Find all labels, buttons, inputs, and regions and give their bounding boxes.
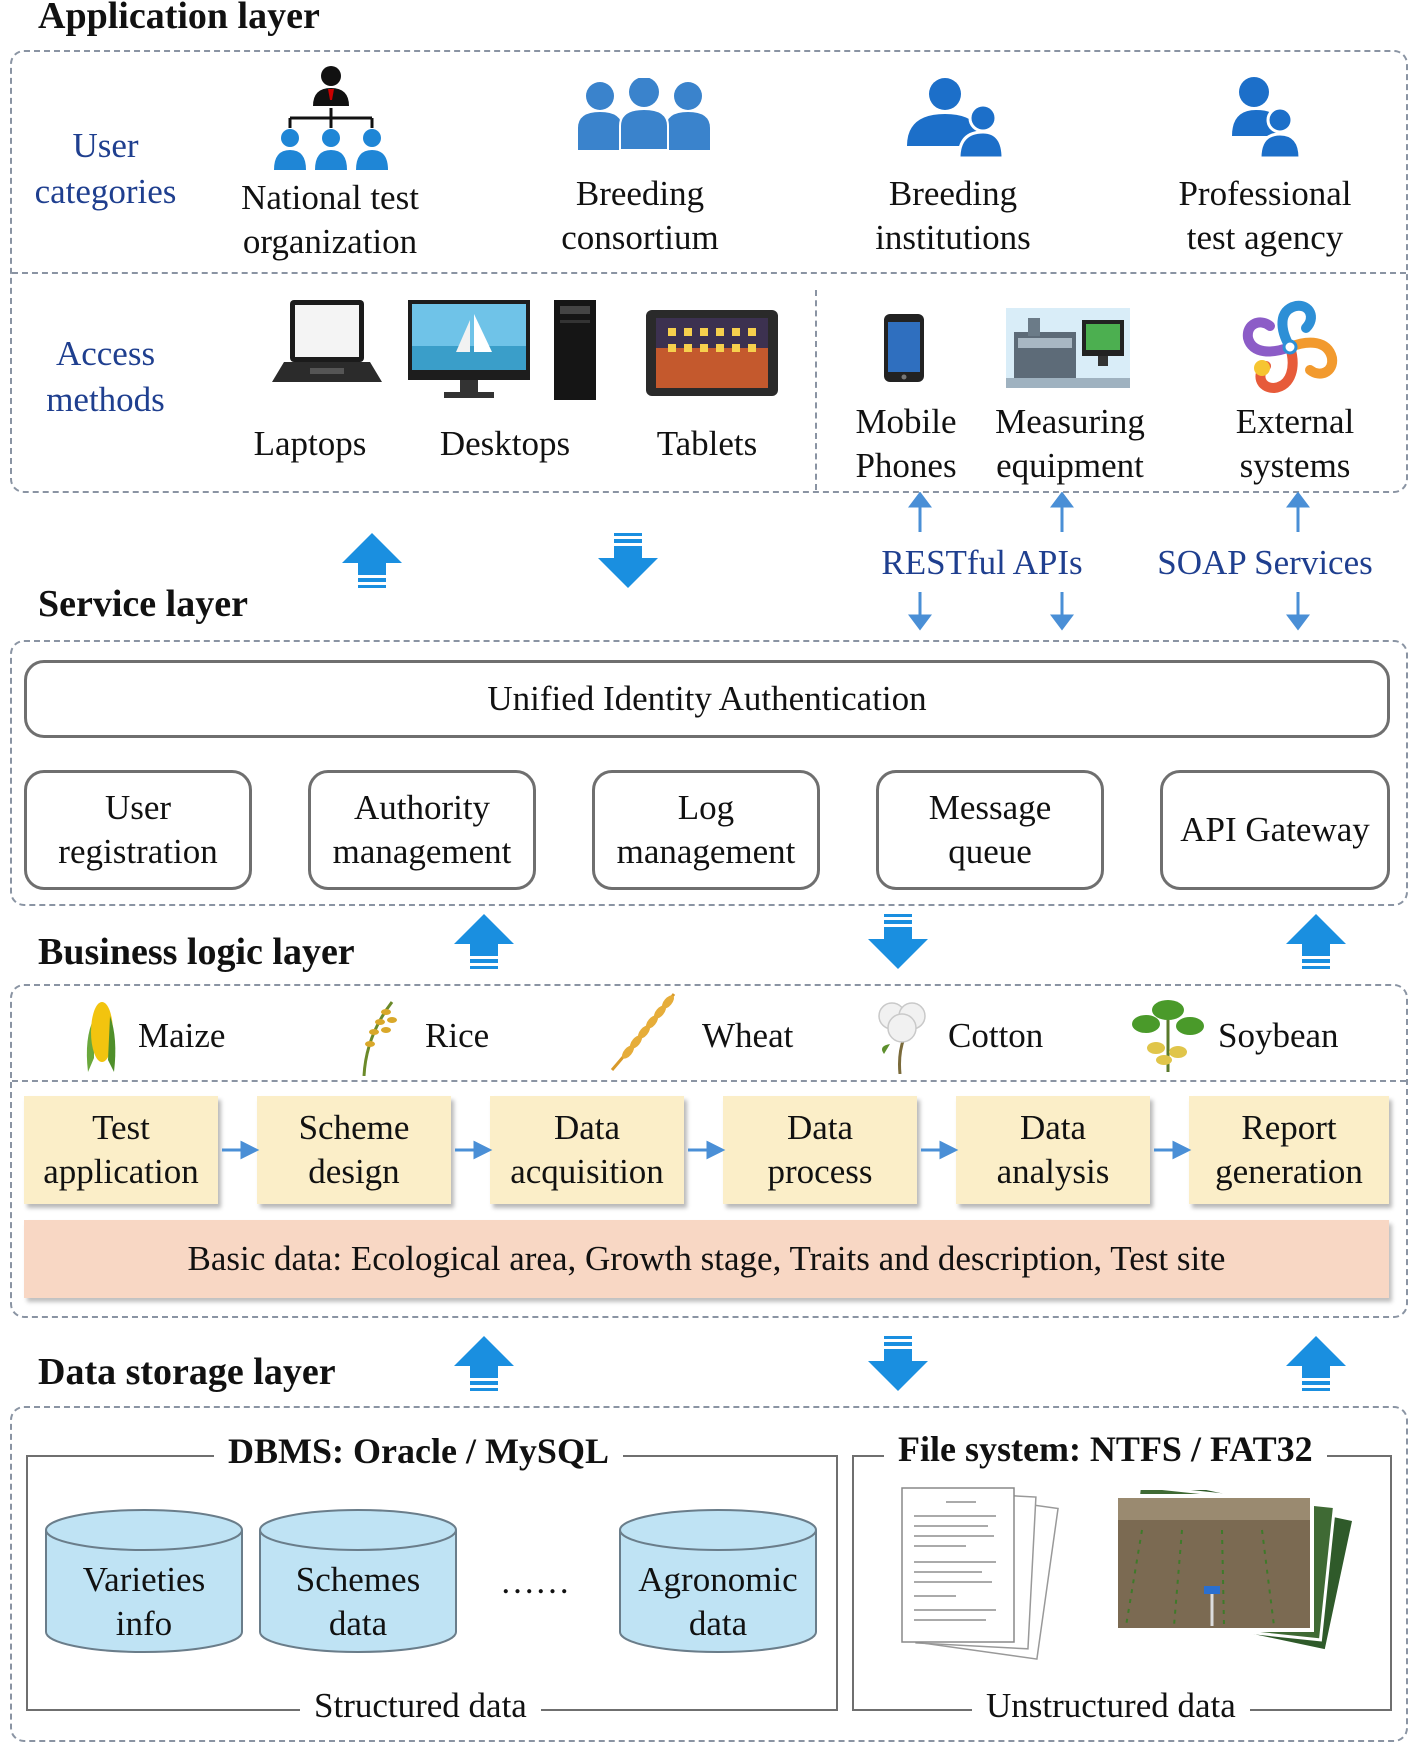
cotton-icon xyxy=(878,1002,926,1074)
flow-data-acquisition: Data acquisition xyxy=(490,1096,684,1204)
laptop-icon xyxy=(272,300,382,382)
access-methods-label: Access methods xyxy=(46,334,165,419)
db-varieties-info: Varieties info xyxy=(82,1560,206,1643)
dbms-title: DBMS: Oracle / MySQL xyxy=(214,1430,623,1472)
down-arrow-icon xyxy=(598,533,658,588)
business-divider xyxy=(12,1080,1406,1082)
people-pair-icon xyxy=(907,78,1003,158)
up-arrow-icon xyxy=(454,1336,514,1391)
crop-rice: Rice xyxy=(425,1016,490,1055)
person-pair-icon xyxy=(1232,77,1302,158)
service-layer-panel xyxy=(10,640,1408,906)
flow-report-generation: Report generation xyxy=(1189,1096,1389,1204)
user-category-national: National test organization xyxy=(241,178,419,261)
mobile-phone-icon xyxy=(884,314,924,382)
db-ellipsis: …… xyxy=(500,1562,570,1601)
crop-maize: Maize xyxy=(138,1016,226,1055)
user-category-institutions: Breeding institutions xyxy=(875,174,1031,257)
up-arrow-icon xyxy=(342,533,402,588)
hierarchy-people-icon xyxy=(274,66,388,170)
interface-arrows xyxy=(908,492,1310,631)
soybean-icon xyxy=(1132,1000,1204,1072)
file-system-title: File system: NTFS / FAT32 xyxy=(884,1428,1327,1470)
flow-arrows xyxy=(222,1140,1192,1160)
flow-data-process: Data process xyxy=(723,1096,917,1204)
unstructured-data-label: Unstructured data xyxy=(972,1686,1250,1726)
service-authority-management: Authority management xyxy=(308,770,536,890)
data-storage-layer-panel xyxy=(10,1406,1408,1742)
device-tablets: Tablets xyxy=(656,424,758,463)
measuring-equipment-icon xyxy=(1006,308,1130,388)
device-measuring-equipment: Measuring equipment xyxy=(995,402,1145,485)
db-agronomic-data: Agronomic data xyxy=(638,1560,798,1643)
device-laptops: Laptops xyxy=(253,424,367,463)
user-category-agency: Professional test agency xyxy=(1178,174,1352,257)
flow-data-analysis: Data analysis xyxy=(956,1096,1150,1204)
maize-icon xyxy=(86,1002,116,1072)
flow-test-application: Test application xyxy=(24,1096,218,1204)
device-group-divider xyxy=(815,290,817,490)
crop-cotton: Cotton xyxy=(948,1016,1044,1055)
business-layer-title: Business logic layer xyxy=(38,931,355,973)
device-mobile-phones: Mobile Phones xyxy=(855,402,957,485)
down-arrow-icon xyxy=(868,1336,928,1391)
restful-apis-label: RESTful APIs xyxy=(881,543,1083,582)
soap-services-label: SOAP Services xyxy=(1157,543,1373,582)
up-arrow-icon xyxy=(1286,914,1346,969)
database-cylinders xyxy=(45,1509,817,1653)
service-user-registration: User registration xyxy=(24,770,252,890)
device-desktops: Desktops xyxy=(439,424,571,463)
group-people-icon xyxy=(578,78,710,151)
flow-scheme-design: Scheme design xyxy=(257,1096,451,1204)
up-arrow-icon xyxy=(1286,1336,1346,1391)
db-schemes-data: Schemes data xyxy=(295,1560,421,1643)
field-photos-icon xyxy=(1114,1490,1352,1650)
application-divider xyxy=(12,272,1406,274)
user-category-consortium: Breeding consortium xyxy=(561,174,719,257)
tablet-icon xyxy=(646,310,778,396)
crop-soybean: Soybean xyxy=(1218,1016,1339,1055)
device-external-systems: External systems xyxy=(1235,402,1355,485)
basic-data-bar: Basic data: Ecological area, Growth stag… xyxy=(24,1220,1389,1298)
desktop-icon xyxy=(408,300,596,400)
business-layer-panel xyxy=(10,984,1408,1318)
data-storage-layer-title: Data storage layer xyxy=(38,1351,336,1393)
document-files-icon xyxy=(901,1487,1059,1660)
service-layer-title: Service layer xyxy=(38,583,248,625)
rice-icon xyxy=(362,1001,397,1076)
wheat-icon xyxy=(610,993,676,1071)
unified-identity-authentication: Unified Identity Authentication xyxy=(24,660,1390,738)
down-arrow-icon xyxy=(868,914,928,969)
service-message-queue: Message queue xyxy=(876,770,1104,890)
external-systems-icon xyxy=(1242,300,1338,394)
service-api-gateway: API Gateway xyxy=(1160,770,1390,890)
structured-data-label: Structured data xyxy=(300,1686,541,1726)
application-layer-title: Application layer xyxy=(38,0,320,37)
service-log-management: Log management xyxy=(592,770,820,890)
crop-wheat: Wheat xyxy=(702,1016,794,1055)
user-categories-label: User categories xyxy=(34,126,177,211)
application-layer-panel xyxy=(10,50,1408,493)
up-arrow-icon xyxy=(454,914,514,969)
